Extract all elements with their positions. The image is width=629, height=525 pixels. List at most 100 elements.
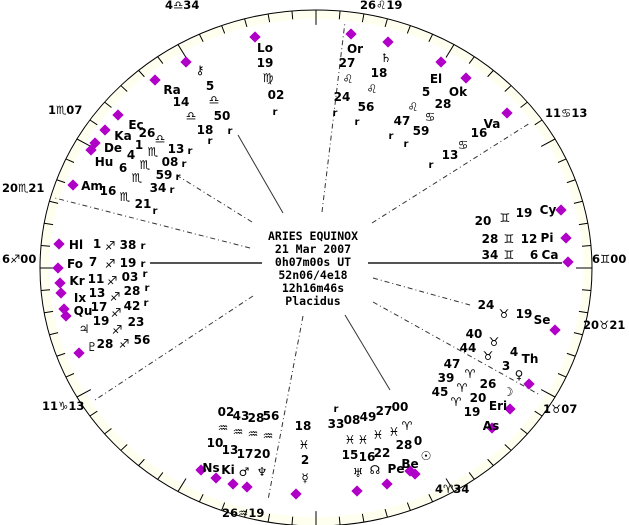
point-label: As — [482, 419, 500, 433]
point-retrograde: r — [175, 172, 181, 183]
point-sign: ♓ — [372, 428, 384, 442]
point-sign: ♌ — [407, 100, 419, 114]
degree-tick — [44, 310, 54, 314]
point-minute: 59 — [412, 124, 430, 138]
degree-tick — [534, 410, 543, 417]
degree-tick — [177, 44, 187, 58]
cusp-label-3: 1♉07 — [543, 402, 578, 416]
point-degree: 4 — [126, 148, 136, 162]
point-retrograde: r — [140, 259, 146, 270]
point-degree: 13 — [221, 443, 239, 457]
point-minute: 20 — [474, 214, 492, 228]
point-sign: ♈ — [450, 395, 462, 409]
degree-tick — [361, 13, 365, 23]
degree-tick — [41, 289, 51, 291]
point-label: Ca — [541, 248, 559, 262]
point-degree: 28 — [96, 337, 114, 351]
point-minute: 02 — [217, 405, 235, 419]
point-label: ⚷ — [195, 63, 205, 77]
degree-tick — [468, 56, 475, 64]
degree-tick — [557, 373, 567, 378]
point-minute: 24 — [477, 298, 495, 312]
degree-tick — [244, 18, 248, 28]
point-minute: 33 — [327, 417, 345, 431]
point-sign: ♉ — [488, 335, 500, 349]
point-minute: 28 — [123, 284, 141, 298]
degree-tick — [445, 44, 455, 58]
point-sign: ♈ — [456, 381, 468, 395]
degree-tick — [65, 373, 75, 378]
degree-tick — [198, 33, 204, 42]
point-minute: 13 — [167, 142, 185, 156]
degree-tick — [520, 428, 528, 435]
point-sign: ♎ — [208, 93, 220, 107]
point-degree: 28 — [434, 97, 452, 111]
point-degree: 22 — [373, 446, 391, 460]
point-minute: 18 — [196, 123, 214, 137]
point-sign: ♎ — [154, 132, 166, 146]
point-sign: ♏ — [147, 145, 159, 159]
point-degree: 1 — [92, 237, 102, 251]
point-retrograde: r — [207, 136, 213, 147]
point-degree: 12 — [520, 232, 538, 246]
degree-tick — [566, 352, 576, 357]
point-degree: 11 — [87, 272, 105, 286]
cusp-line — [94, 295, 254, 401]
point-retrograde: r — [388, 131, 394, 142]
point-sign: ♐ — [111, 323, 123, 337]
degree-tick — [89, 410, 98, 417]
point-minute: 23 — [127, 315, 145, 329]
degree-tick — [41, 245, 51, 247]
point-minute: 43 — [232, 409, 250, 423]
point-sign: ♉ — [482, 349, 494, 363]
chart-sidereal-time: 12h16m46s — [281, 281, 345, 295]
point-degree: 27 — [338, 56, 356, 70]
point-label: ☉ — [420, 449, 432, 463]
degree-tick — [540, 389, 556, 398]
point-sign: ♒ — [217, 421, 229, 435]
point-sign: ♒ — [262, 429, 274, 443]
degree-tick — [56, 179, 66, 184]
point-minute: 21 — [134, 197, 152, 211]
point-minute: 45 — [431, 385, 449, 399]
point-retrograde: r — [169, 185, 175, 196]
point-label: ☿ — [301, 471, 309, 485]
point-label: ☽ — [502, 385, 514, 399]
degree-tick — [384, 18, 388, 28]
degree-tick — [49, 200, 59, 204]
point-sign: ♐ — [109, 290, 121, 304]
degree-tick — [44, 222, 54, 226]
point-degree: 19 — [256, 56, 274, 70]
degree-tick — [581, 245, 591, 247]
point-degree: 18 — [370, 66, 388, 80]
point-minute: 44 — [459, 341, 477, 355]
degree-tick — [361, 513, 365, 523]
point-retrograde: r — [333, 404, 339, 415]
point-sign: ♈ — [401, 419, 413, 433]
degree-tick — [138, 70, 145, 78]
point-degree: 16 — [470, 126, 488, 140]
degree-tick — [244, 508, 248, 518]
cusp-label-5: 26♒19 — [222, 506, 265, 520]
degree-tick — [267, 513, 271, 523]
point-retrograde: r — [227, 126, 233, 137]
degree-tick — [578, 310, 588, 314]
point-label: Ns — [202, 461, 220, 475]
degree-tick — [384, 508, 388, 518]
point-degree: 26 — [138, 126, 156, 140]
degree-tick — [557, 158, 567, 163]
point-label: Th — [521, 352, 539, 366]
degree-tick — [104, 428, 112, 435]
point-degree: 16 — [358, 450, 376, 464]
point-label: ♃ — [78, 322, 90, 336]
point-degree: 19 — [515, 206, 533, 220]
cusp-label-11: 26♌19 — [360, 0, 403, 12]
point-sign: ♓ — [344, 433, 356, 447]
point-minute: 39 — [437, 371, 455, 385]
point-degree: 5 — [421, 85, 431, 99]
point-retrograde: r — [428, 160, 434, 171]
chart-time: 0h07m00s UT — [274, 255, 352, 269]
point-retrograde: r — [332, 108, 338, 119]
cusp-line — [321, 21, 346, 213]
point-sign: ♏ — [119, 190, 131, 204]
